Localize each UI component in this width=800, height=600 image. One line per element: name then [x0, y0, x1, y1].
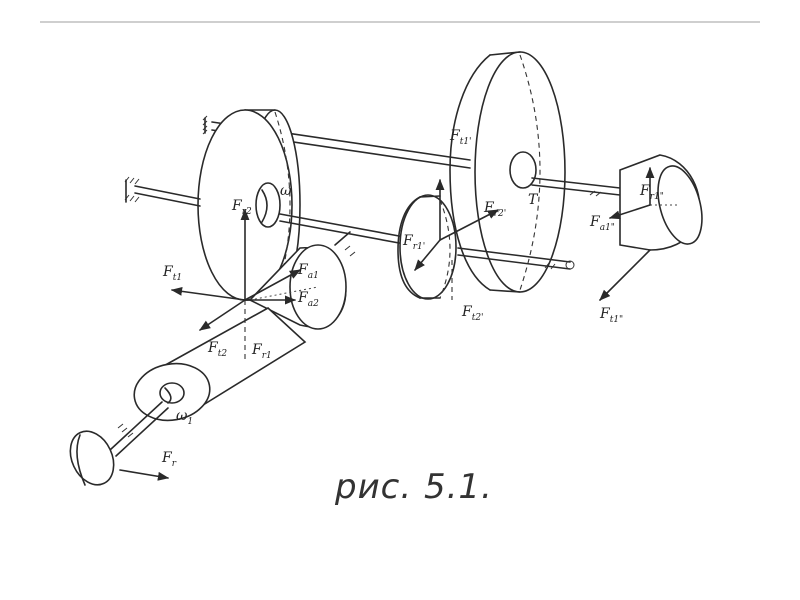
force-arrows — [119, 166, 655, 481]
label-ft2: Ft2 — [207, 340, 227, 359]
label-fa1: Fa1 — [297, 262, 319, 281]
force-labels: Fr2 ω Ft1 Fa1 Fa2 Ft2 Fr1 ω1 Fr Ft1' Fr2… — [161, 128, 664, 469]
right-large-wheel — [449, 51, 566, 293]
right-bevel-gear — [619, 154, 703, 251]
label-fr2: Fr2 — [231, 198, 252, 217]
label-ft1-left: Ft1 — [162, 264, 182, 283]
label-ft1-dprime: Ft1" — [599, 306, 623, 325]
label-fr1: Fr1 — [251, 342, 272, 361]
middle-bevel-gear — [248, 231, 356, 330]
label-t: T — [528, 192, 539, 208]
label-ft2-prime: Ft2' — [461, 304, 484, 323]
figure-caption: рис. 5.1. — [334, 467, 493, 507]
label-fr1-dprime: Fr1" — [639, 183, 664, 202]
label-omega: ω — [280, 183, 292, 199]
left-large-wheel — [197, 109, 301, 301]
label-fa2: Fa2 — [297, 290, 319, 309]
label-ft1-prime: Ft1' — [449, 128, 472, 147]
label-omega1: ω1 — [176, 408, 193, 427]
right-shaft — [457, 177, 621, 270]
worm-cylinder — [133, 307, 307, 422]
label-fr: Fr — [161, 450, 177, 469]
middle-small-wheel — [397, 194, 457, 300]
input-shaft-pulley — [69, 401, 169, 486]
label-fr1-prime: Fr1' — [402, 233, 425, 252]
label-fa1-dprime: Fa1" — [589, 214, 615, 233]
label-fr2-prime: Fr2' — [483, 200, 506, 219]
left-shaft — [124, 176, 411, 246]
